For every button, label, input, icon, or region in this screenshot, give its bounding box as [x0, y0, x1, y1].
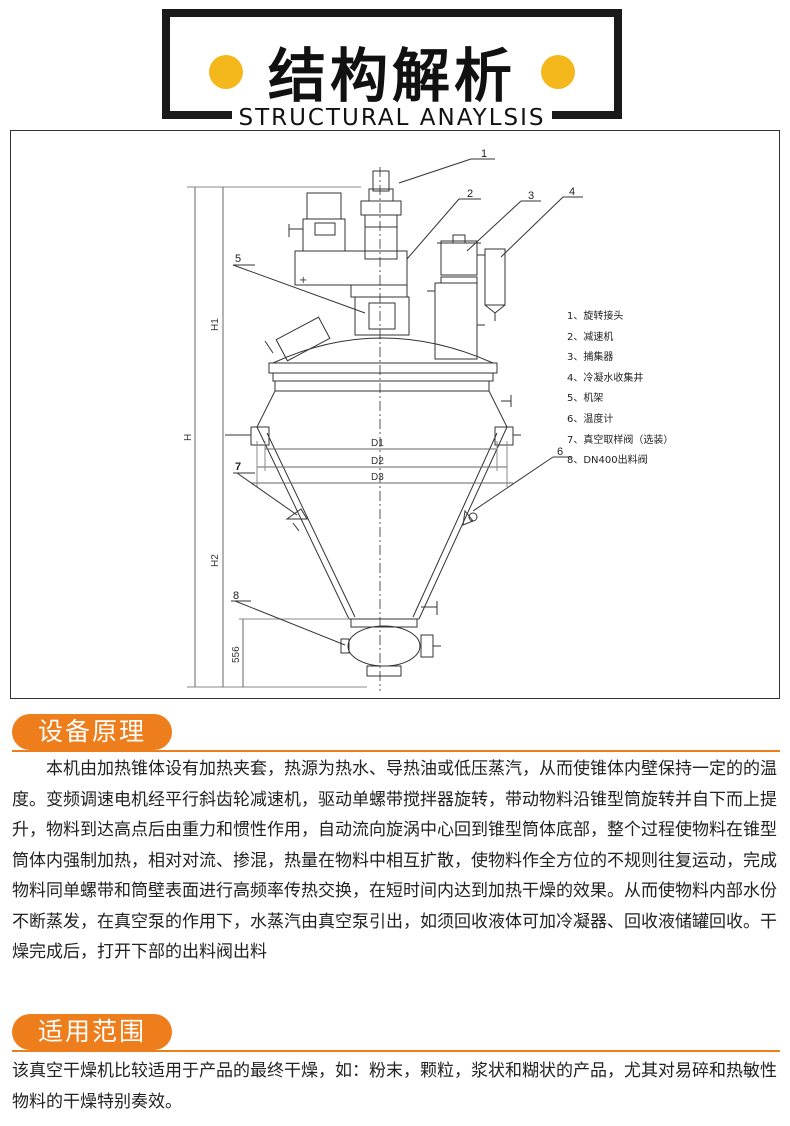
legend-item: 4、冷凝水收集井	[567, 372, 644, 384]
yellow-dot-icon	[209, 55, 243, 89]
dim-d1: D1	[371, 438, 384, 449]
legend-item: 2、减速机	[567, 331, 614, 343]
yellow-dot-icon	[541, 55, 575, 89]
legend-item: 8、DN400出料阀	[567, 455, 648, 467]
legend-item: 5、机架	[567, 393, 604, 405]
callout-4: 4	[569, 186, 575, 198]
dim-h2: H2	[210, 554, 221, 567]
legend-item: 7、真空取样阀（选装）	[567, 434, 674, 446]
callout-5: 5	[235, 253, 241, 265]
title-frame-right	[614, 9, 622, 119]
legend-item: 6、温度计	[567, 413, 614, 425]
dim-h: H	[183, 434, 194, 441]
dryer-drawing: +	[183, 148, 583, 691]
callout-2: 2	[467, 188, 473, 200]
title-frame-bottom-left	[162, 111, 232, 119]
callout-1: 1	[481, 148, 487, 160]
principle-text-block: 本机由加热锥体设有加热夹套，热源为热水、导热油或低压蒸汽，从而使锥体内壁保持一定…	[12, 754, 778, 968]
title-frame-bottom-right	[552, 111, 622, 119]
principle-text: 本机由加热锥体设有加热夹套，热源为热水、导热油或低压蒸汽，从而使锥体内壁保持一定…	[12, 759, 777, 962]
diagram-legend: 1、旋转接头 2、减速机 3、捕集器 4、冷凝水收集井 5、机架 6、温度计 7…	[567, 307, 673, 472]
scope-text: 该真空干燥机比较适用于产品的最终干燥，如：粉末，颗粒，浆状和糊状的产品，尤其对易…	[12, 1061, 777, 1112]
svg-text:+: +	[299, 275, 307, 286]
callout-6: 6	[557, 446, 563, 458]
section-title-block: 结构解析 STRUCTURAL ANAYLSIS	[162, 9, 622, 131]
page-title: 结构解析	[267, 42, 516, 110]
principle-divider	[12, 750, 780, 752]
callout-3: 3	[528, 190, 534, 202]
dim-h1: H1	[210, 318, 221, 331]
title-frame-left	[162, 9, 170, 119]
title-frame-top	[162, 9, 622, 17]
dim-bottom: 556	[231, 646, 242, 663]
principle-heading: 设备原理	[12, 714, 172, 750]
scope-heading: 适用范围	[12, 1014, 172, 1050]
callout-8: 8	[233, 590, 239, 602]
dim-d2: D2	[371, 456, 384, 467]
legend-item: 3、捕集器	[567, 352, 614, 364]
scope-divider	[12, 1050, 780, 1052]
legend-item: 1、旋转接头	[567, 311, 624, 322]
page-subtitle: STRUCTURAL ANAYLSIS	[238, 105, 546, 131]
callout-7: 7	[235, 461, 241, 473]
structure-diagram: +	[10, 130, 780, 699]
dim-d3: D3	[371, 472, 384, 483]
